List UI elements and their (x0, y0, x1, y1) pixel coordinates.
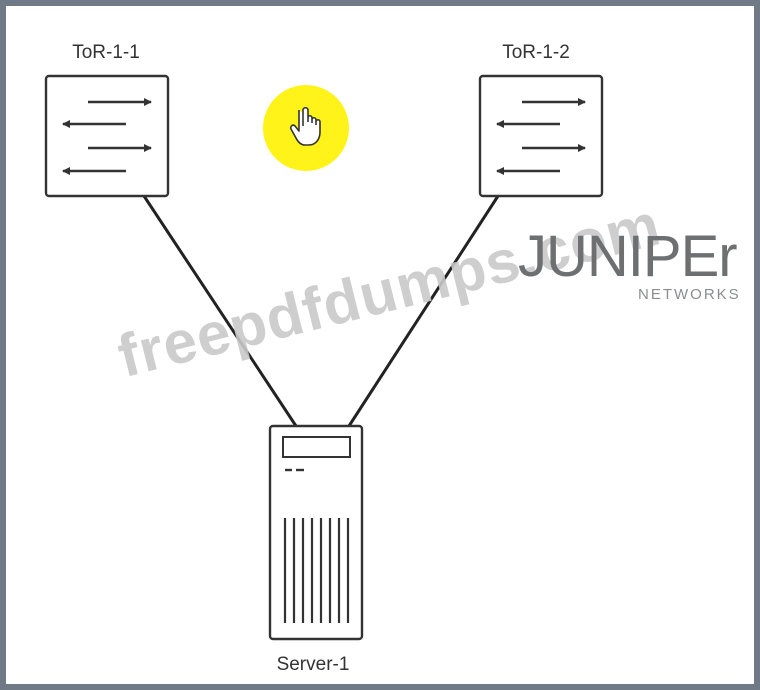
label-tor-1-1: ToR-1-1 (72, 42, 140, 63)
label-server-1: Server-1 (276, 654, 350, 675)
link-tor2-server (347, 195, 500, 427)
juniper-logo: JUNIPEr NETWORKS (518, 224, 758, 304)
label-tor-1-2: ToR-1-2 (502, 42, 570, 63)
hand-pointer-icon (290, 106, 321, 146)
switch-arrows-icon (496, 98, 586, 175)
network-diagram (44, 74, 604, 641)
logo-wordmark: JUNIPEr (518, 224, 738, 289)
logo-subtitle: NETWORKS (638, 286, 741, 303)
server-tower-icon (282, 436, 351, 623)
switch-tor-1-1[interactable] (44, 74, 170, 198)
link-tor1-server (142, 195, 298, 427)
server-server-1[interactable] (268, 424, 364, 641)
switch-arrows-icon (62, 98, 152, 175)
switch-tor-1-2[interactable] (478, 74, 604, 198)
